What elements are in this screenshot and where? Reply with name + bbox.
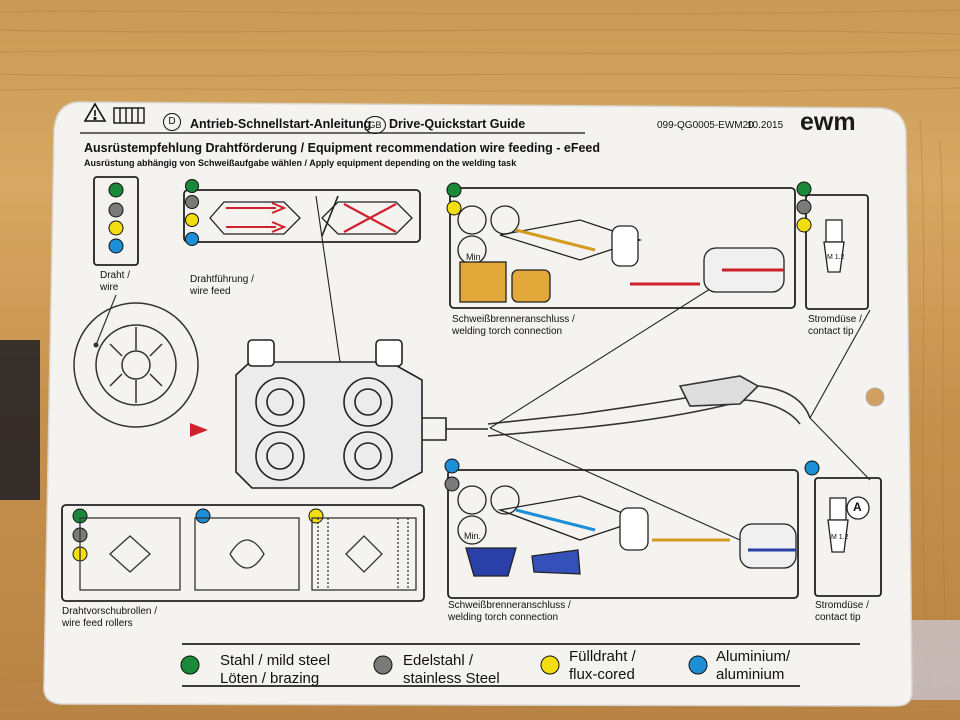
title-en: Drive-Quickstart Guide <box>389 117 526 131</box>
legend-flux-cored: Fülldraht / flux-cored <box>569 648 636 683</box>
min-label-bottom: Min. <box>464 531 482 541</box>
wire-guide-correct <box>209 201 301 235</box>
legend-stainless: Edelstahl / stainless Steel <box>403 652 500 687</box>
label-rollers: Drahtvorschubrollen / wire feed rollers <box>62 606 158 629</box>
label-wire: Draht / wire <box>100 270 131 293</box>
quickstart-card <box>43 101 913 707</box>
tip-mark-bottom: M 1.2 <box>831 534 849 541</box>
de-badge: D <box>163 113 181 131</box>
gb-badge: GB <box>364 116 386 134</box>
label-tip-bottom: Stromdüse / contact tip <box>815 600 869 623</box>
doc-number: 099-QG0005-EWM20 <box>657 120 754 131</box>
wire-feed-drive <box>235 339 488 489</box>
label-torch-top: Schweißbrenneranschluss / welding torch … <box>452 314 575 337</box>
wire-spool <box>73 302 199 428</box>
section-subheading: Ausrüstung abhängig von Schweißaufgabe w… <box>84 158 517 168</box>
label-torch-bottom: Schweißbrenneranschluss / welding torch … <box>448 600 571 623</box>
contact-tip-top <box>823 219 845 273</box>
brand-logo: ewm <box>800 108 856 136</box>
tip-mark-top: M 1.2 <box>827 254 845 261</box>
label-tip-top: Stromdüse / contact tip <box>808 314 862 337</box>
title-de: Antrieb-Schnellstart-Anleitung <box>190 117 372 131</box>
contact-tip-bottom <box>827 496 870 553</box>
doc-date: 10.2015 <box>747 120 784 131</box>
section-heading: Ausrüstempfehlung Drahtförderung / Equip… <box>84 141 601 155</box>
manual-icon <box>113 107 145 124</box>
label-wire-feed: Drahtführung / wire feed <box>190 274 254 297</box>
legend-steel: Stahl / mild steel Löten / brazing <box>220 652 331 687</box>
warning-icon <box>83 102 107 122</box>
badge-a: A <box>853 500 862 514</box>
welding-torch <box>487 375 811 437</box>
feed-rollers <box>79 517 417 591</box>
legend-aluminium: Aluminium/ aluminium <box>716 648 791 683</box>
min-label-top: Min. <box>466 252 484 262</box>
wire-guide-wrong <box>321 201 413 235</box>
